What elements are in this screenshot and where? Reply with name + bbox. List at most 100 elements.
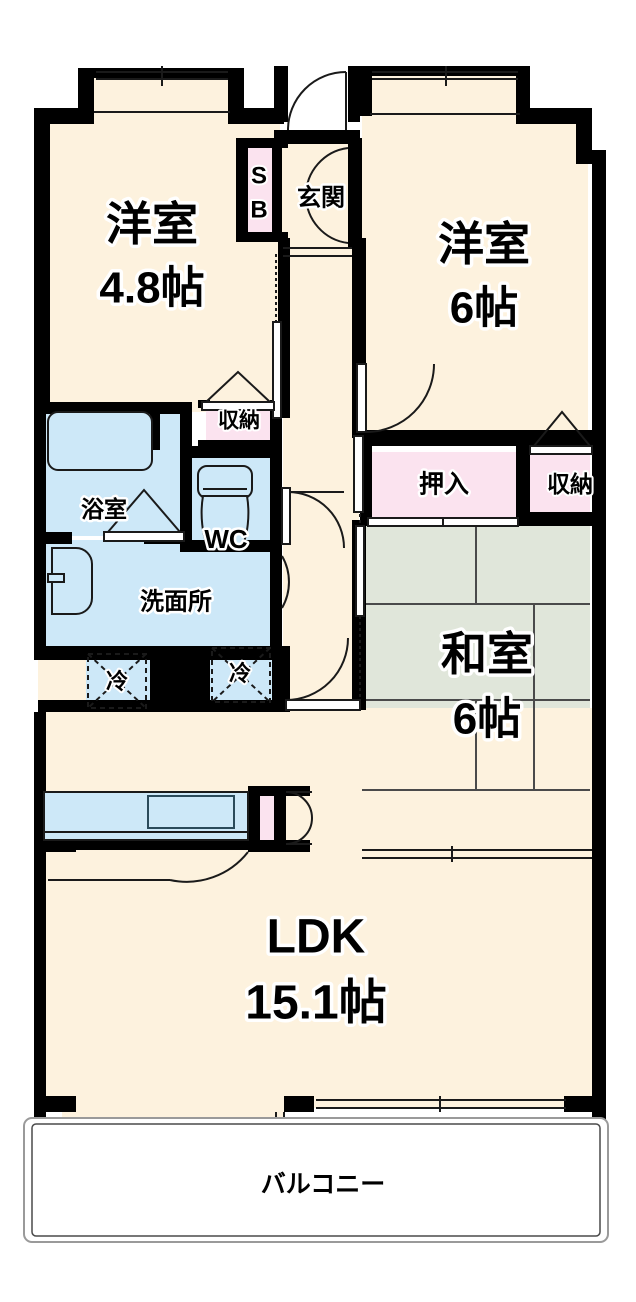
wall-closet-right-bottom: [516, 512, 592, 526]
wall-oshiire-divider: [516, 446, 530, 524]
small-labels: 玄関 S B 浴室 WC 洗面所 収納 押入 収納 冷 冷 バルコニー: [79, 160, 596, 1201]
label-shoe-box-line1: S: [251, 162, 267, 189]
tatami-grid: [362, 524, 590, 791]
washroom-door-upper: [281, 487, 345, 549]
closet-upper-door: [201, 370, 275, 411]
ldk-bottom-window-right: [316, 1096, 566, 1112]
oshiire-doors: [367, 517, 519, 527]
label-balcony: バルコニー: [261, 1171, 386, 1199]
wall-right-upper-a: [576, 108, 592, 162]
fridge-left-icon: [87, 653, 147, 709]
window-bay-left: [94, 66, 230, 113]
oshiire-fill: [368, 452, 520, 520]
wall-ldk-left: [34, 712, 46, 1112]
label-japanese-room-area: 6帖: [453, 695, 521, 744]
corridor-floor: [283, 238, 359, 708]
wall-sb-bottom: [236, 232, 288, 242]
wall-bay-left-step: [228, 108, 284, 124]
label-shoe-box-line2: B: [250, 196, 267, 223]
label-japanese-room-name: 和室: [441, 628, 533, 680]
wall-kitchen-hall-right: [272, 646, 290, 712]
label-ldk-area: 15.1帖: [245, 977, 386, 1030]
label-toilet: WC: [204, 524, 248, 554]
western-room-b-floor: [362, 112, 588, 432]
room-labels: 洋室 4.8帖 洋室 6帖 和室 6帖 LDK 15.1帖: [96, 195, 537, 1034]
wall-bay-right-left: [358, 66, 372, 116]
wall-kitchen-counter-bottom: [76, 840, 248, 850]
wall-kitchen-closet-left: [248, 790, 260, 852]
wall-sb-top: [236, 138, 288, 148]
wall-right-upper-b: [592, 150, 606, 402]
corridor-right-panel: [353, 435, 364, 513]
details: [23, 66, 609, 1243]
wall-roomB-bottom-a: [360, 430, 592, 446]
label-fridge-left: 冷: [106, 669, 128, 694]
wc-door-swing: [281, 555, 290, 609]
wall-bath-shelf-div: [150, 404, 160, 450]
window-bay-right: [370, 66, 520, 115]
wall-closet-upper-bottom: [198, 440, 278, 450]
label-western-room-a-name: 洋室: [106, 198, 198, 250]
sliding-door-roomA: [272, 247, 352, 419]
kitchen-door-swings: [285, 791, 313, 845]
corridor-bottom-door-panel: [285, 699, 361, 711]
wall-bay-right-vert: [516, 66, 530, 116]
washbasin: [47, 547, 93, 615]
wall-bath-divider-a: [34, 532, 72, 544]
wall-entrance-right: [348, 138, 362, 248]
wall-bay-left-vert: [78, 72, 94, 118]
label-fridge-right: 冷: [229, 661, 251, 686]
wall-sb-left: [236, 138, 248, 242]
wall-right-closet: [592, 402, 606, 452]
bath-door: [103, 488, 185, 542]
wall-kitchen-counter-left: [40, 840, 76, 852]
wall-sb-right: [272, 144, 282, 238]
ldk-right-strip: [352, 708, 596, 820]
wall-water-left: [34, 402, 46, 658]
wall-entry-right-vert: [348, 66, 360, 122]
wall-ldk-bottom-left: [34, 1096, 70, 1112]
wall-kitchen-closet-right: [274, 790, 286, 844]
label-closet-right: 収納: [547, 471, 593, 497]
label-western-room-b-name: 洋室: [438, 218, 530, 270]
wall-bath-right-a: [180, 404, 192, 452]
ldk-upper-notch: [288, 708, 352, 820]
entry-door-swing: [287, 71, 347, 131]
wall-entry-top: [274, 130, 360, 144]
roomB-door-panel: [356, 363, 367, 433]
wall-oshiire-divider-top: [520, 430, 534, 448]
fridge-right-icon: [211, 647, 271, 703]
label-closet-upper: 収納: [218, 409, 260, 433]
roomB-door-swing: [365, 363, 435, 433]
ldk-floor: [40, 818, 596, 1108]
wall-wc-left: [180, 446, 192, 552]
wall-left-upper: [34, 108, 50, 414]
wall-bay-right-step: [516, 108, 592, 124]
wall-right-lower: [592, 856, 606, 1106]
balcony-outline: [23, 1117, 609, 1243]
wall-washroom-right: [270, 552, 282, 652]
label-oshiire: 押入: [419, 471, 469, 499]
wall-ldk-bottom-step: [284, 1096, 314, 1112]
closet-right-door: [529, 410, 593, 455]
corridor-door-lower: [285, 637, 349, 701]
washitsu-left-doors: [355, 525, 365, 706]
washitsu-bottom-doors: [362, 846, 592, 862]
wall-bay-left-right: [228, 68, 244, 116]
entrance-inner-door: [304, 147, 349, 244]
wall-entry-left-vert: [274, 66, 288, 122]
bathtub: [47, 411, 153, 471]
ldk-door-swing: [48, 851, 249, 883]
toilet-fixture: [197, 465, 253, 552]
label-western-room-a-area: 4.8帖: [99, 264, 204, 313]
wall-wc-right: [270, 446, 282, 552]
closet-right-fill: [528, 452, 590, 520]
kitchen-counter: [43, 791, 249, 841]
label-western-room-b-area: 6帖: [450, 284, 518, 333]
label-washroom: 洗面所: [140, 588, 212, 615]
wall-right-mid: [592, 452, 606, 856]
label-ldk-name: LDK: [267, 911, 366, 964]
label-bathroom: 浴室: [81, 496, 127, 522]
